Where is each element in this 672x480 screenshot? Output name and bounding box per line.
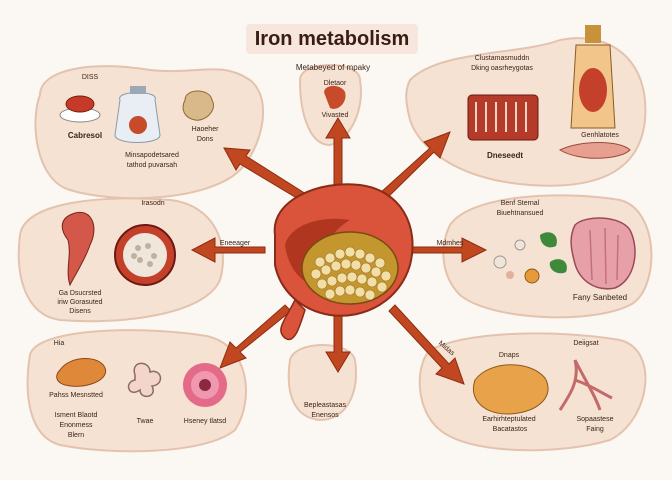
tr-meat bbox=[467, 94, 539, 141]
label-tr-header2: Dking oasrheygotas bbox=[471, 65, 533, 72]
label-bl-head: Hia bbox=[53, 340, 65, 347]
label-bl-caption: Pahss Mesnstted bbox=[49, 392, 103, 399]
label-tl-brain2: Dons bbox=[196, 136, 214, 143]
label-ml-caption: Ga Dsucrsted bbox=[58, 290, 102, 297]
label-bl-mid: Twae bbox=[136, 418, 154, 425]
bl-flower bbox=[183, 363, 227, 407]
mr-veg bbox=[493, 232, 567, 284]
label-ml-arrow: Eneeager bbox=[219, 240, 251, 247]
label-mr-header: Benf Sternal bbox=[500, 200, 540, 207]
bl-cell bbox=[127, 362, 162, 398]
arrow-up-left bbox=[223, 147, 307, 201]
label-top-center-sub2: Vivasted bbox=[321, 112, 349, 119]
label-top-center: Metabeyed of mpaky bbox=[295, 63, 371, 72]
center-organ bbox=[273, 183, 414, 341]
label-bl-flower: Hseney tlatsd bbox=[183, 418, 227, 425]
label-tl-caption2: Minsapodetsared bbox=[125, 152, 179, 159]
label-tl-small: DISS bbox=[81, 74, 99, 81]
tc-icon bbox=[324, 85, 346, 109]
arrow-up bbox=[325, 117, 351, 191]
label-bl-caption4: Blern bbox=[67, 432, 85, 439]
label-bc-label: Bepleastasas bbox=[303, 402, 347, 409]
tr-bottle bbox=[558, 25, 631, 159]
label-bc-label2: Enensos bbox=[311, 412, 339, 419]
label-tl-brain: Haoeher bbox=[191, 126, 219, 133]
tl-brain bbox=[182, 90, 214, 121]
label-tr-header: Clustamasmuddn bbox=[474, 55, 530, 62]
label-bl-caption3: Enonmess bbox=[59, 422, 93, 429]
ml-bowl bbox=[114, 224, 176, 286]
br-liver bbox=[473, 364, 549, 415]
label-mr-arrow: Mdmhes bbox=[436, 240, 464, 247]
label-br-right3: Faing bbox=[586, 426, 604, 433]
label-br-right2: Sopaastese bbox=[576, 416, 614, 423]
label-ml-caption3: Disens bbox=[69, 308, 91, 315]
label-top-center-sub: Dletaor bbox=[323, 80, 347, 87]
ml-tissue bbox=[61, 211, 95, 287]
label-mr-header2: Biuehtnansued bbox=[496, 210, 544, 217]
label-mr-caption: Fany Sanbeted bbox=[572, 293, 628, 302]
label-tr-meat: Dneseedt bbox=[486, 151, 523, 160]
label-br-caption2: Bacatastos bbox=[492, 426, 528, 433]
tl-jar bbox=[114, 86, 161, 143]
label-tr-bottle: Genhlatotes bbox=[581, 132, 619, 139]
label-bl-caption2: Isment Blaotd bbox=[54, 412, 98, 419]
label-tl-caption3: tathod puvarsah bbox=[126, 162, 178, 169]
arrow-up-right bbox=[378, 131, 451, 201]
br-vessels bbox=[558, 359, 613, 411]
mr-organ bbox=[570, 217, 636, 290]
arrow-down bbox=[325, 314, 351, 373]
label-tl-caption: Cabresol bbox=[67, 131, 103, 140]
label-ml-head: Irasodn bbox=[141, 200, 165, 207]
label-br-right: Deiigsat bbox=[573, 340, 599, 347]
tl-plate bbox=[59, 95, 101, 123]
arrow-left bbox=[190, 237, 266, 263]
arrow-right bbox=[409, 237, 488, 263]
label-ml-caption2: iriw Gorasuted bbox=[57, 299, 103, 306]
arrow-down-left bbox=[219, 304, 292, 369]
diagram-title: Iron metabolism bbox=[246, 24, 418, 54]
label-br-head: Dnaps bbox=[498, 352, 520, 359]
arrow-down-right bbox=[388, 304, 465, 385]
label-br-caption: Earhirhteptulated bbox=[482, 416, 536, 423]
bl-food bbox=[56, 358, 107, 387]
